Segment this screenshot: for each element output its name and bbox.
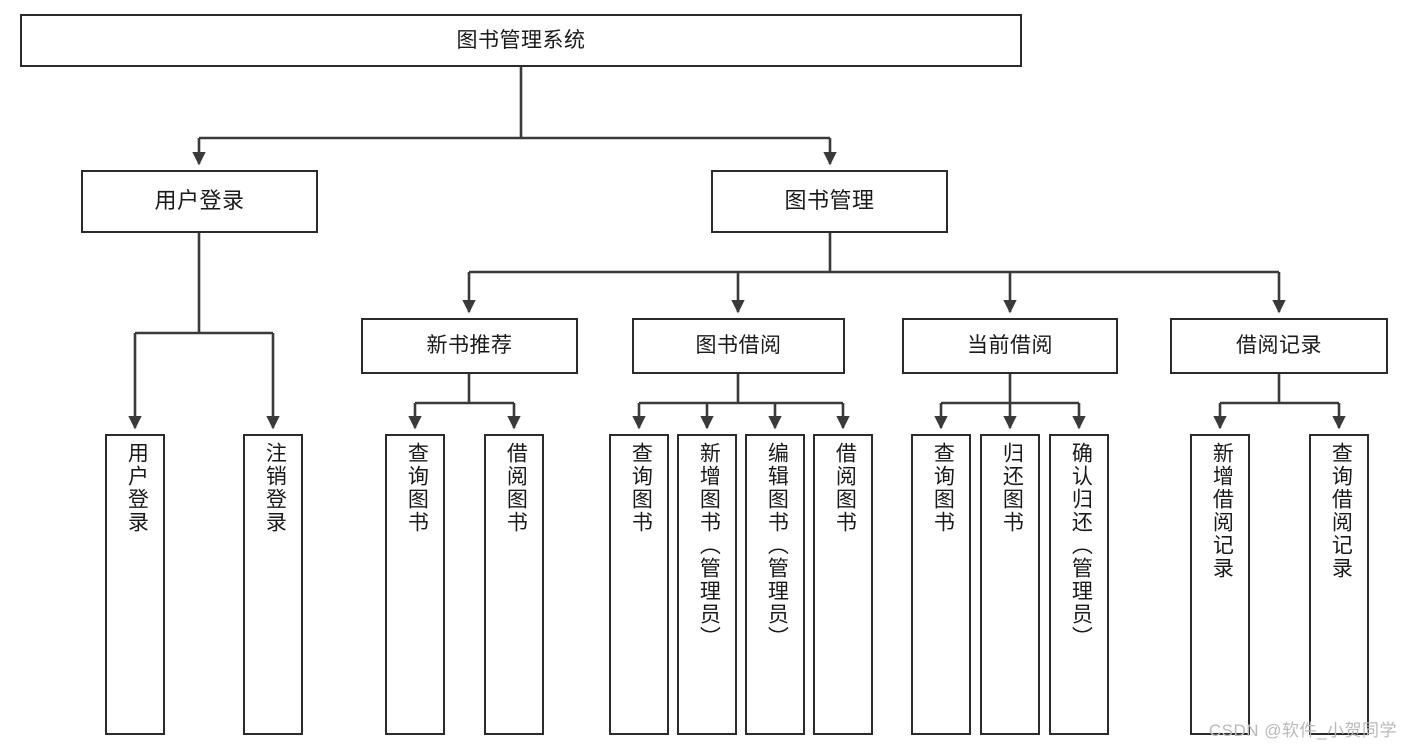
node-leaf-borrow-book-1-label: 借阅图书 [504,442,528,534]
node-leaf-edit-book[interactable]: 编辑图书（管理员） [745,434,805,735]
node-leaf-query-book-3-label: 查询图书 [931,442,955,534]
node-root-label: 图书管理系统 [456,28,586,52]
node-book-borrow-label: 图书借阅 [695,334,782,358]
node-user-login-label: 用户登录 [154,188,245,214]
node-leaf-query-book-1-label: 查询图书 [405,442,429,534]
node-leaf-return-book[interactable]: 归还图书 [980,434,1040,735]
node-leaf-query-book-3[interactable]: 查询图书 [911,434,971,735]
node-borrow-record-label: 借阅记录 [1236,334,1322,358]
node-leaf-query-record[interactable]: 查询借阅记录 [1309,434,1369,735]
node-current-borrow[interactable]: 当前借阅 [902,318,1118,374]
node-book-manage-label: 图书管理 [784,188,875,214]
node-leaf-user-logout[interactable]: 注销登录 [243,434,303,735]
node-user-login[interactable]: 用户登录 [81,170,318,233]
node-leaf-add-record[interactable]: 新增借阅记录 [1190,434,1250,735]
node-leaf-query-record-label: 查询借阅记录 [1329,442,1353,580]
node-borrow-record[interactable]: 借阅记录 [1170,318,1388,374]
node-book-borrow[interactable]: 图书借阅 [632,318,845,374]
node-leaf-borrow-book-1[interactable]: 借阅图书 [484,434,544,735]
node-leaf-user-login[interactable]: 用户登录 [105,434,165,735]
node-current-borrow-label: 当前借阅 [967,334,1053,358]
node-leaf-add-record-label: 新增借阅记录 [1210,442,1234,580]
node-leaf-add-book[interactable]: 新增图书（管理员） [677,434,737,735]
node-leaf-query-book-2-label: 查询图书 [629,442,653,534]
node-leaf-user-login-label: 用户登录 [125,442,149,534]
node-leaf-edit-book-label: 编辑图书（管理员） [765,442,789,649]
node-book-manage[interactable]: 图书管理 [711,170,948,233]
csdn-watermark: CSDN @软件_小贺同学 [1208,721,1397,740]
node-leaf-confirm-return-label: 确认归还（管理员） [1069,442,1093,649]
node-leaf-borrow-book-2[interactable]: 借阅图书 [813,434,873,735]
node-leaf-borrow-book-2-label: 借阅图书 [833,442,857,534]
node-leaf-user-logout-label: 注销登录 [263,442,287,534]
node-leaf-query-book-1[interactable]: 查询图书 [385,434,445,735]
node-leaf-confirm-return[interactable]: 确认归还（管理员） [1049,434,1109,735]
node-leaf-return-book-label: 归还图书 [1000,442,1024,534]
node-leaf-query-book-2[interactable]: 查询图书 [609,434,669,735]
node-new-book-rec-label: 新书推荐 [426,334,513,358]
node-new-book-rec[interactable]: 新书推荐 [361,318,578,374]
node-root[interactable]: 图书管理系统 [20,14,1022,67]
node-leaf-add-book-label: 新增图书（管理员） [697,442,721,649]
